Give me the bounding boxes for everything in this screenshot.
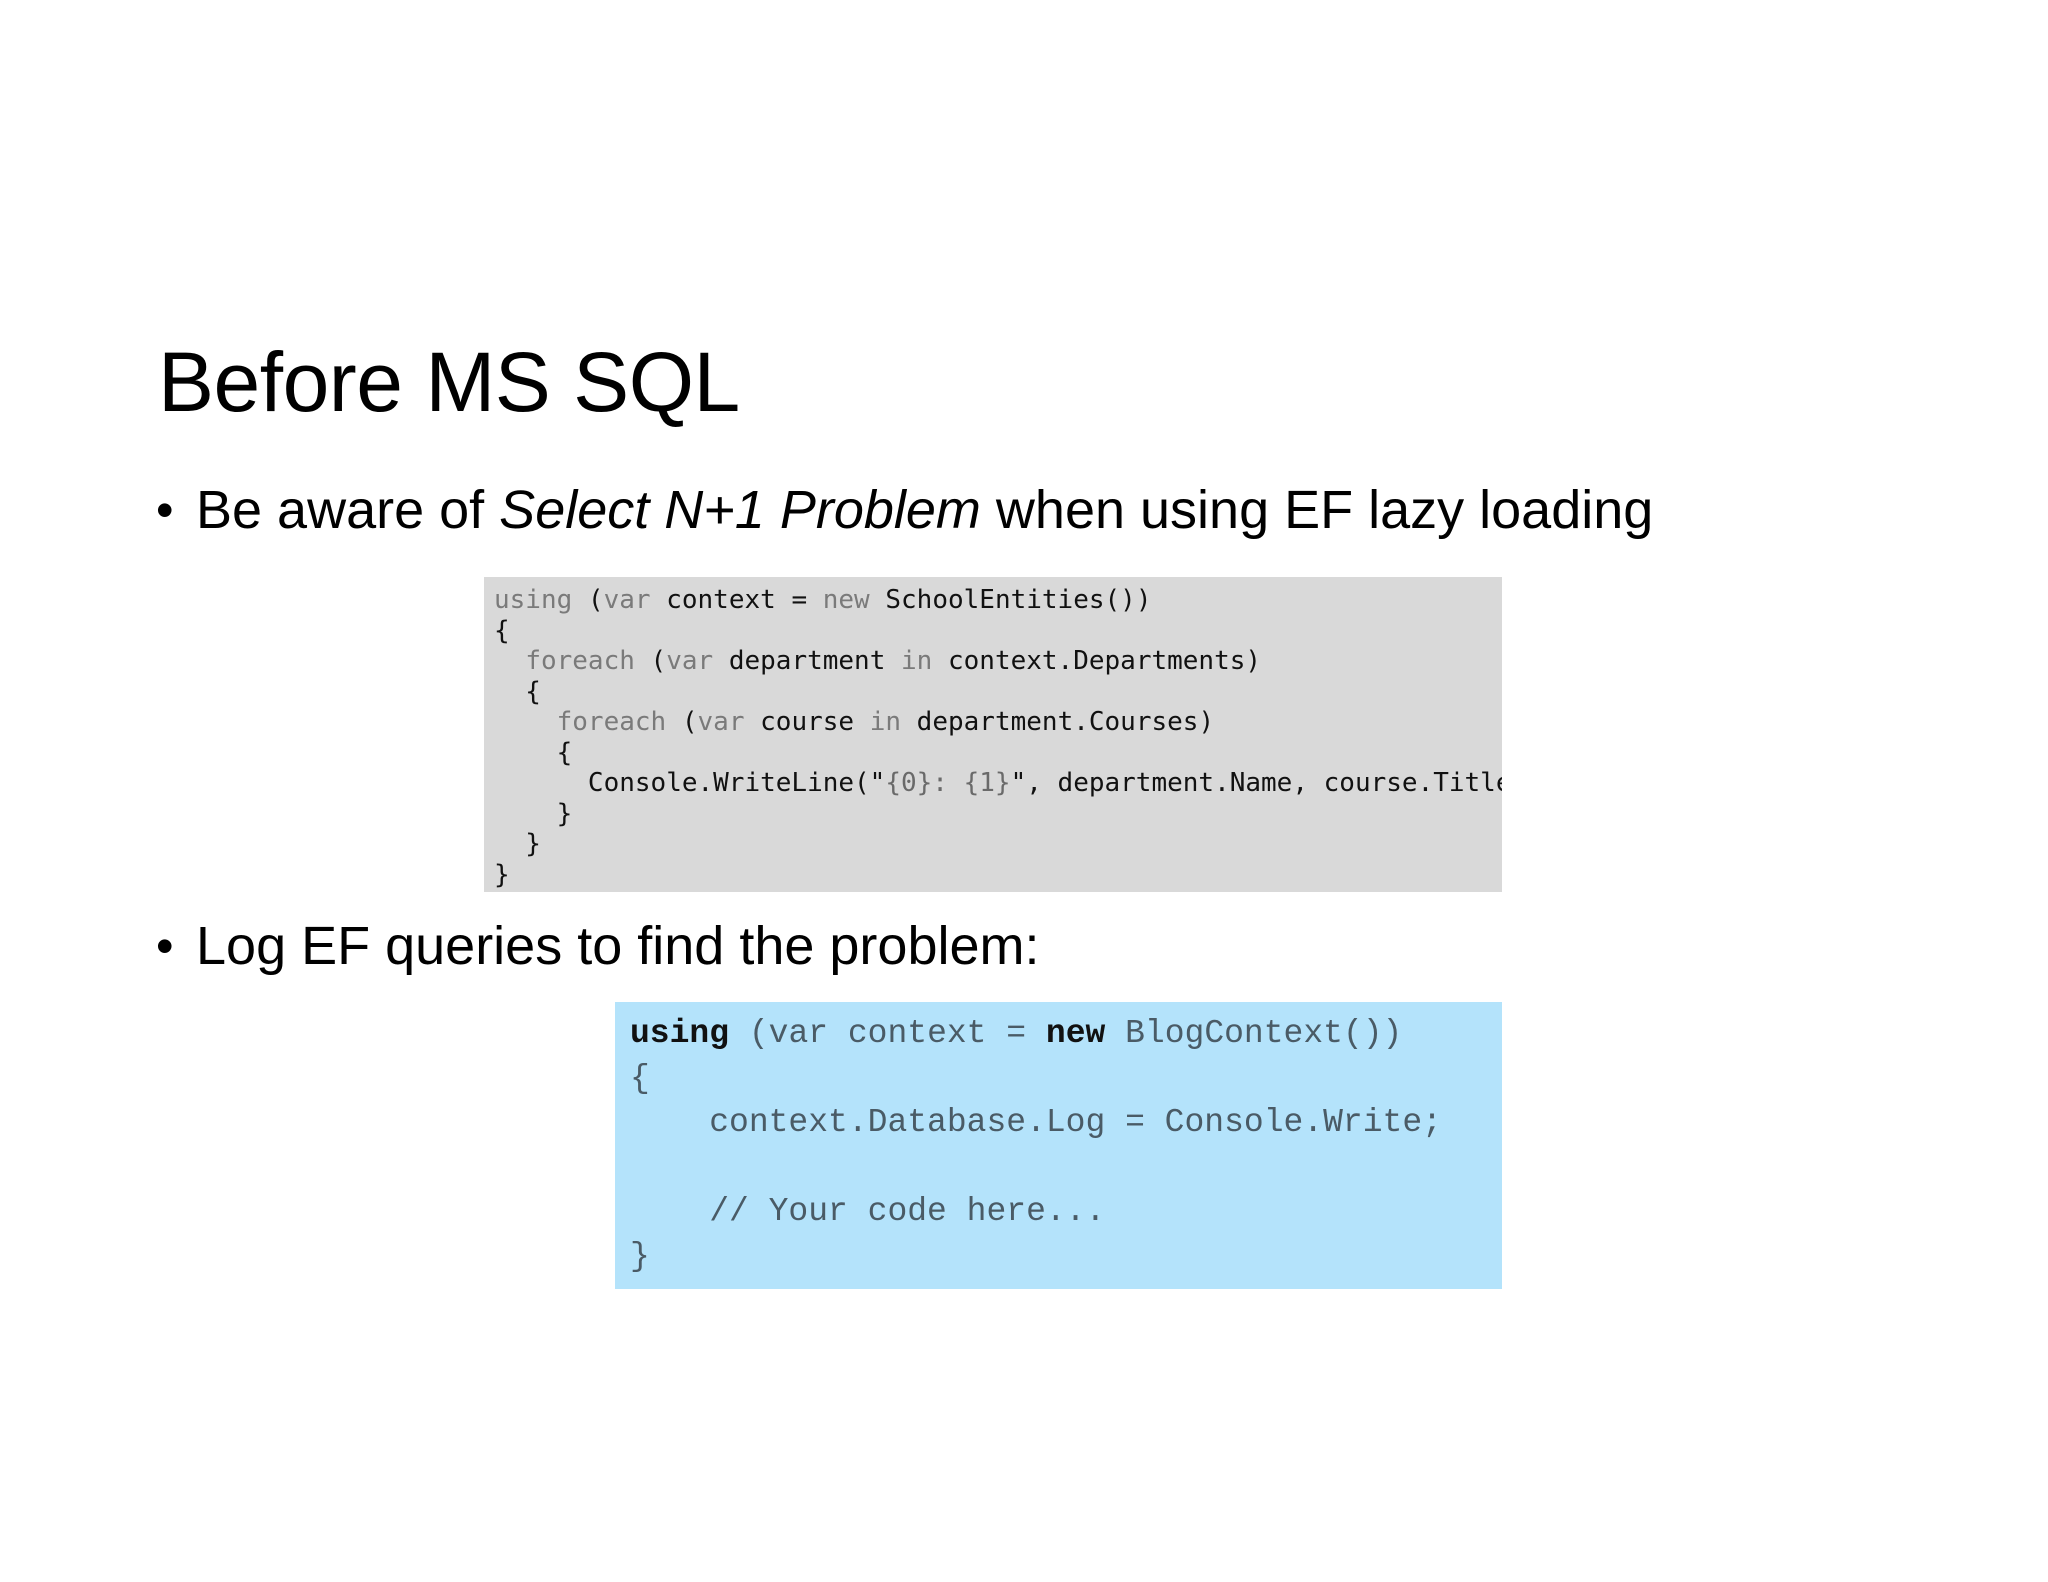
slide-title: Before MS SQL — [158, 335, 740, 429]
code-line: { — [494, 676, 541, 707]
code-block-lazy-loading: using (var context = new SchoolEntities(… — [484, 577, 1502, 892]
code-line: } — [630, 1237, 650, 1275]
bullet-item-log-queries: • Log EF queries to find the problem: — [156, 914, 1040, 978]
code-line: { — [494, 615, 510, 646]
code-line: foreach (var course in department.Course… — [556, 707, 1215, 737]
code-line: context.Database.Log = Console.Write; — [630, 1104, 1442, 1142]
bullet-text-suffix: when using EF lazy loading — [980, 480, 1654, 540]
code-block-ef-logging: using (var context = new BlogContext()) {… — [615, 1002, 1502, 1289]
code-line — [630, 1146, 1502, 1191]
code-line: } — [494, 829, 541, 859]
bullet-item-select-n1: • Be aware of Select N+1 Problem when usi… — [156, 478, 1653, 542]
bullet-text-prefix: Be aware of — [196, 480, 500, 540]
code-line: { — [630, 1059, 650, 1097]
code-line: using (var context = new SchoolEntities(… — [494, 585, 1152, 615]
bullet-text: Log EF queries to find the problem: — [196, 916, 1040, 976]
code-line: { — [494, 737, 573, 768]
bullet-text-emphasis: Select N+1 Problem — [499, 480, 981, 540]
code-comment: // Your code here... — [630, 1193, 1106, 1231]
code-line: } — [494, 859, 510, 890]
code-line: Console.WriteLine("{0}: {1}", department… — [587, 768, 1502, 798]
code-line: } — [494, 798, 573, 829]
code-line: using (var context = new BlogContext()) — [630, 1015, 1403, 1052]
code-line: foreach (var department in context.Depar… — [525, 646, 1262, 676]
bullet-marker: • — [156, 918, 174, 974]
bullet-marker: • — [156, 482, 174, 538]
